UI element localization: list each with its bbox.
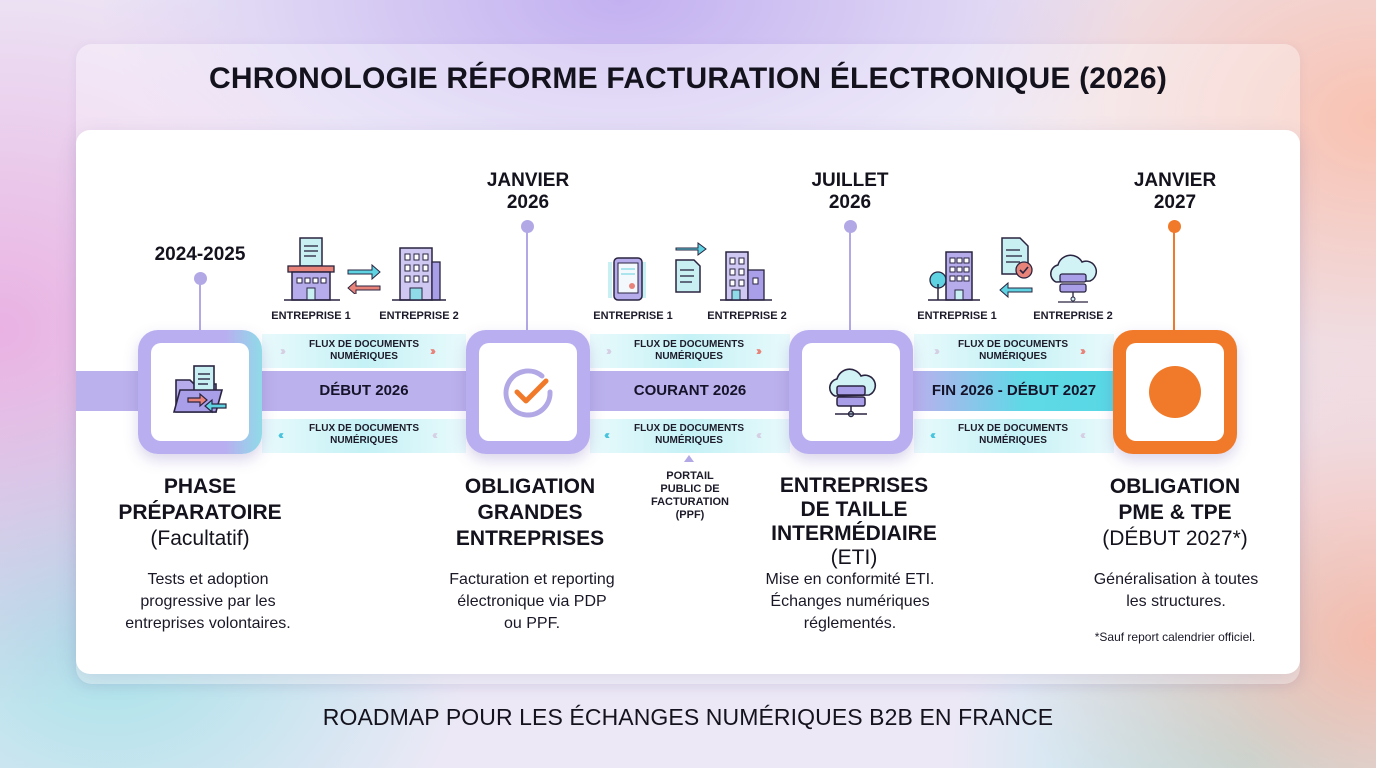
flux-band-bottom-1 [262, 419, 466, 453]
phase-description-4: Généralisation à toutes les structures. [1093, 571, 1259, 610]
flux-bottom-1: FLUX DE DOCUMENTS NUMÉRIQUES [309, 423, 419, 446]
footer-subtitle: ROADMAP POUR LES ÉCHANGES NUMÉRIQUES B2B… [322, 704, 1054, 730]
flux-band-top-2 [590, 334, 790, 368]
milestone-stem-1 [199, 284, 201, 330]
building-with-tree-icon [928, 251, 980, 301]
flux-band-bottom-3 [914, 419, 1114, 453]
segment-label-1: DÉBUT 2026 [319, 382, 409, 399]
segment-3-entity-right: ENTREPRISE 2 [1033, 310, 1113, 322]
chevron-left-icon: ‹‹‹ [278, 428, 284, 442]
exchange-arrows-icon [347, 263, 381, 294]
chevron-left-faint-icon: ‹‹‹ [756, 428, 762, 442]
milestone-node-1[interactable] [138, 330, 262, 454]
milestone-node-2[interactable] [466, 330, 590, 454]
phase-description-1: Tests et adoption progressive par les en… [125, 571, 291, 632]
milestone-dot-4 [1168, 220, 1181, 233]
milestone-node-4[interactable] [1113, 330, 1237, 454]
milestone-dot-3 [844, 220, 857, 233]
flux-band-top-3 [914, 334, 1114, 368]
segment-2-entity-left: ENTREPRISE 1 [593, 310, 673, 322]
segment-1-entity-left: ENTREPRISE 1 [271, 310, 351, 322]
chevron-left-icon: ‹‹‹ [604, 428, 610, 442]
chevron-right-faint-icon: ››› [606, 344, 612, 358]
tablet-invoice-icon [608, 257, 646, 301]
orange-dot-icon [1149, 366, 1201, 418]
milestone-stem-3 [849, 232, 851, 330]
milestone-stem-4 [1173, 232, 1175, 330]
chevron-left-faint-icon: ‹‹‹ [432, 428, 438, 442]
folder-document-exchange-icon [172, 365, 227, 414]
milestone-dot-2 [521, 220, 534, 233]
chevron-left-faint-icon: ‹‹‹ [1080, 428, 1086, 442]
segment-2-entity-right: ENTREPRISE 2 [707, 310, 787, 322]
phase-title-1: PHASE PRÉPARATOIRE (Facultatif) [118, 475, 282, 550]
office-building-icon [720, 251, 772, 301]
phase-description-2: Facturation et reporting électronique vi… [449, 571, 615, 632]
milestone-node-3[interactable] [789, 330, 913, 454]
milestone-date-4: JANVIER 2027 [1133, 170, 1217, 213]
flux-band-bottom-2 [590, 419, 790, 453]
flux-bottom-3: FLUX DE DOCUMENTS NUMÉRIQUES [958, 423, 1068, 446]
office-building-icon [392, 247, 446, 301]
milestone-date-2: JANVIER 2026 [486, 170, 570, 213]
chevron-right-faint-icon: ››› [280, 344, 286, 358]
flux-top-3: FLUX DE DOCUMENTS NUMÉRIQUES [958, 339, 1068, 362]
validated-invoice-icon [999, 237, 1033, 299]
chevron-left-icon: ‹‹‹ [930, 428, 936, 442]
building-with-invoice-icon [284, 237, 340, 301]
segment-3-entity-left: ENTREPRISE 1 [917, 310, 997, 322]
segment-label-2: COURANT 2026 [633, 382, 747, 399]
check-circle-icon [503, 368, 553, 418]
phase-title-2: OBLIGATION GRANDES ENTREPRISES [455, 475, 605, 550]
milestone-date-1: 2024-2025 [154, 244, 246, 265]
invoice-document-icon [675, 242, 707, 293]
footnote: *Sauf report calendrier officiel. [1094, 630, 1256, 644]
chevron-right-icon: ››› [1080, 344, 1086, 358]
chevron-right-icon: ››› [756, 344, 762, 358]
flux-band-top-1 [262, 334, 466, 368]
chevron-right-faint-icon: ››› [934, 344, 940, 358]
phase-title-3: ENTREPRISES DE TAILLE INTERMÉDIAIRE (ETI… [771, 474, 937, 569]
flux-top-2: FLUX DE DOCUMENTS NUMÉRIQUES [634, 339, 744, 362]
page-title: CHRONOLOGIE RÉFORME FACTURATION ÉLECTRON… [208, 62, 1168, 95]
milestone-stem-2 [526, 232, 528, 330]
chevron-right-icon: ››› [430, 344, 436, 358]
cloud-server-icon [829, 368, 877, 418]
milestone-date-3: JUILLET 2026 [811, 170, 889, 213]
phase-title-4: OBLIGATION PME & TPE (DÉBUT 2027*) [1102, 475, 1248, 550]
ppf-annotation: PORTAIL PUBLIC DE FACTURATION (PPF) [650, 470, 729, 521]
cloud-server-icon [1050, 254, 1098, 303]
ppf-pointer-icon [684, 455, 694, 462]
phase-description-3: Mise en conformité ETI. Échanges numériq… [765, 571, 935, 632]
segment-1-entity-right: ENTREPRISE 2 [379, 310, 459, 322]
segment-label-3: FIN 2026 - DÉBUT 2027 [914, 371, 1114, 411]
flux-top-1: FLUX DE DOCUMENTS NUMÉRIQUES [309, 339, 419, 362]
flux-bottom-2: FLUX DE DOCUMENTS NUMÉRIQUES [634, 423, 744, 446]
milestone-dot-1 [194, 272, 207, 285]
